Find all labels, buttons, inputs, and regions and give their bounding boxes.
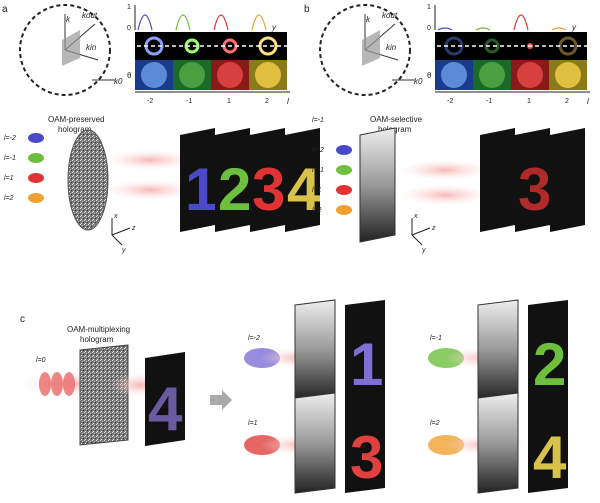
l-tick-m2: -2 xyxy=(147,98,153,105)
beam-a-upper xyxy=(105,150,195,170)
ring-row xyxy=(130,32,290,60)
svg-text:2: 2 xyxy=(533,331,566,398)
svg-text:y: y xyxy=(571,23,577,32)
phase-row xyxy=(135,60,287,90)
hologram-a xyxy=(67,129,109,231)
tick-0: 0 xyxy=(127,25,131,32)
svg-text:θ: θ xyxy=(427,71,432,80)
mode-label-m2: l=-2 xyxy=(4,135,16,142)
svg-text:y: y xyxy=(421,247,426,254)
output-m1: l=-1 2 xyxy=(428,299,568,401)
output-p1: l=1 3 xyxy=(244,392,385,494)
mode-blob-m2 xyxy=(28,133,44,143)
selected-mode: l=-1 xyxy=(312,117,324,124)
output-m2: l=-2 1 xyxy=(244,299,385,401)
svg-text:l=1: l=1 xyxy=(248,420,258,427)
panel-a-letter: a xyxy=(2,4,8,15)
svg-text:k: k xyxy=(366,15,371,24)
svg-text:x: x xyxy=(413,213,418,220)
svg-text:l=-1: l=-1 xyxy=(312,167,324,174)
digit-1: 1 xyxy=(185,156,218,223)
panel-a: a k kout kin k0 1 0 y xyxy=(2,4,321,254)
peak-m1 xyxy=(175,14,191,31)
svg-text:l: l xyxy=(587,97,589,106)
axes3d-b: x y z xyxy=(411,213,436,254)
svg-text:1: 1 xyxy=(527,98,531,105)
hologram-b xyxy=(359,127,396,243)
svg-text:2: 2 xyxy=(565,98,569,105)
svg-text:-1: -1 xyxy=(486,98,492,105)
mode-lobes xyxy=(62,30,80,66)
svg-text:4: 4 xyxy=(533,424,567,491)
kin-label: kin xyxy=(86,43,97,52)
svg-text:l=-1: l=-1 xyxy=(430,335,442,342)
peak-m2 xyxy=(137,14,153,31)
mode-blob-m1 xyxy=(28,153,44,163)
mode-label-p1: l=1 xyxy=(4,175,14,182)
svg-text:kin: kin xyxy=(386,43,397,52)
svg-text:kout: kout xyxy=(382,11,398,20)
digit-3: 3 xyxy=(252,156,285,223)
peak-p2 xyxy=(251,14,267,31)
kg-label: k xyxy=(66,15,71,24)
mode-blob-p1 xyxy=(28,173,44,183)
panel-c-letter: c xyxy=(20,314,25,325)
kout-label: kout xyxy=(82,11,98,20)
digit-c: 4 xyxy=(148,375,183,444)
arrow-right xyxy=(210,390,232,410)
output-plane-c xyxy=(145,352,185,446)
axis-theta-label: θ xyxy=(127,71,132,80)
svg-text:-2: -2 xyxy=(447,98,453,105)
svg-text:k0: k0 xyxy=(414,77,423,86)
svg-text:z: z xyxy=(131,225,136,232)
axis-y-label: y xyxy=(271,23,277,32)
svg-text:0: 0 xyxy=(427,25,431,32)
svg-text:l=2: l=2 xyxy=(312,207,322,214)
svg-text:1: 1 xyxy=(427,4,431,11)
l-tick-m1: -1 xyxy=(186,98,192,105)
svg-text:x: x xyxy=(113,213,118,220)
peak-p1 xyxy=(213,14,229,31)
k-space-circle-b xyxy=(319,4,411,96)
svg-text:z: z xyxy=(431,225,436,232)
hologram-c xyxy=(79,344,129,446)
svg-text:l=2: l=2 xyxy=(430,420,440,427)
svg-text:l=-2: l=-2 xyxy=(312,147,324,154)
k-space-circle xyxy=(19,4,111,96)
digit-b: 3 xyxy=(518,156,551,223)
svg-text:1: 1 xyxy=(350,331,383,398)
digit-4: 4 xyxy=(287,156,321,223)
output-planes-a: 1 2 3 4 xyxy=(180,128,321,232)
mode-label-p2: l=2 xyxy=(4,195,14,202)
panel-b: b k kout kin k0 1 0 y θ xyxy=(304,4,590,254)
svg-text:y: y xyxy=(121,247,126,254)
svg-text:l=-2: l=-2 xyxy=(248,335,260,342)
l-tick-p1: 1 xyxy=(227,98,231,105)
k0-label: k0 xyxy=(114,77,123,86)
mode-blob-p2 xyxy=(28,193,44,203)
output-planes-b: 3 xyxy=(480,128,585,232)
svg-text:l=1: l=1 xyxy=(312,187,322,194)
mode-label-m1: l=-1 xyxy=(4,155,16,162)
svg-text:3: 3 xyxy=(350,424,383,491)
input-mode: l=0 xyxy=(36,357,46,364)
beam-a-lower xyxy=(105,180,195,200)
axis-l-label: l xyxy=(287,97,289,106)
axes3d-a: x y z xyxy=(111,213,136,254)
output-p2: l=2 4 xyxy=(428,392,568,494)
digit-2: 2 xyxy=(218,156,251,223)
panel-b-letter: b xyxy=(304,4,310,15)
tick-1: 1 xyxy=(127,4,131,11)
l-tick-p2: 2 xyxy=(265,98,269,105)
